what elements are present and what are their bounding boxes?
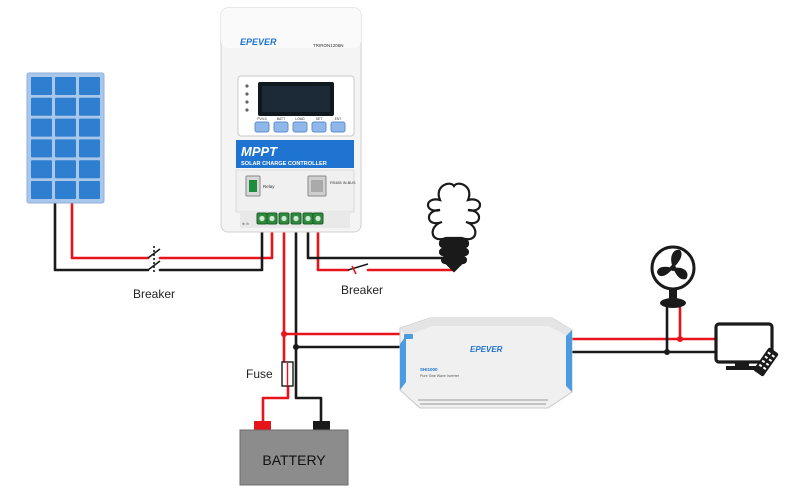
junction-dot [677, 336, 683, 342]
temp-sensor-text: ⊕ ⊖ [242, 222, 249, 226]
panel-cell [55, 160, 76, 179]
controller-key-label: PV/LS [257, 117, 267, 121]
light-bulb-icon [426, 182, 482, 273]
led-icon [245, 92, 249, 96]
controller-key-label: BATT [277, 117, 285, 121]
battery-label: BATTERY [262, 452, 326, 468]
junction-dot [281, 331, 287, 337]
breaker-pv-label: Breaker [133, 287, 175, 301]
controller-key-label: ENT [335, 117, 342, 121]
led-icon [245, 108, 249, 112]
screw-head [305, 215, 311, 222]
panel-cell [55, 139, 76, 158]
panel-cell [79, 118, 100, 137]
panel-cell [31, 181, 52, 199]
controller-buttons: PV/LS BATT LOAD SET ENT [254, 117, 346, 133]
junction-dots [293, 344, 670, 355]
panel-cell [79, 181, 100, 199]
junction-dot [664, 349, 670, 355]
panel-cell [79, 139, 100, 158]
panel-cell [79, 160, 100, 179]
controller-key[interactable] [273, 121, 289, 133]
screw-head [315, 215, 321, 222]
battery-positive-wire [261, 223, 290, 426]
panel-cell [55, 97, 76, 116]
led-icon [245, 100, 249, 104]
screw-head [281, 215, 287, 222]
inverter-brand: EPEVER [470, 345, 503, 354]
panel-cell [79, 97, 100, 116]
screw-head [269, 215, 275, 222]
inverter: EPEVER SHI1000 Pure Sine Wave Inverter [399, 317, 573, 409]
panel-cell [55, 181, 76, 199]
panel-cell [79, 77, 100, 95]
pv-negative-wire [53, 200, 264, 272]
junction-dot [293, 344, 299, 350]
inverter-subtitle: Pure Sine Wave Inverter [420, 374, 460, 378]
controller-key-label: SET [316, 117, 323, 121]
fuse-label: Fuse [246, 367, 273, 381]
tv-icon [714, 322, 779, 377]
panel-cells [31, 77, 100, 199]
ac-positive-wire [568, 306, 720, 341]
pv-breaker [147, 246, 161, 272]
fuse-icon [281, 361, 294, 387]
controller-brand: EPEVER [240, 37, 277, 47]
relay-label: Relay [263, 184, 275, 189]
charge-controller: EPEVER TRIRON1206N PV/LS BATT LOAD SET ENT M… [220, 7, 362, 233]
panel-cell [31, 160, 52, 179]
fan-icon [650, 245, 696, 308]
controller-banner [236, 140, 354, 168]
inverter-model: SHI1000 [420, 367, 438, 372]
panel-cell [31, 97, 52, 116]
controller-key[interactable] [311, 121, 327, 133]
panel-cell [31, 118, 52, 137]
status-leds [245, 84, 249, 112]
controller-key[interactable] [292, 121, 308, 133]
banner-subtitle: SOLAR CHARGE CONTROLLER [241, 161, 327, 167]
banner-title: MPPT [241, 144, 278, 159]
screw-head [259, 215, 265, 222]
panel-cell [55, 118, 76, 137]
battery-icon [239, 421, 349, 486]
controller-model: TRIRON1206N [313, 43, 344, 48]
controller-key[interactable] [254, 121, 270, 133]
controller-key[interactable] [330, 121, 346, 133]
panel-cell [31, 77, 52, 95]
pv-positive-wire [70, 200, 274, 260]
controller-key-label: LOAD [295, 117, 305, 121]
junction-dots-red [281, 331, 683, 342]
wiring [53, 200, 720, 426]
screw-head [293, 215, 299, 222]
led-icon [245, 84, 249, 88]
load-negative-wire [306, 223, 446, 260]
load-breaker [347, 263, 369, 275]
ac-negative-wire [568, 306, 720, 354]
solar-panel [26, 72, 105, 204]
breaker-load-label: Breaker [341, 283, 383, 297]
panel-cell [55, 77, 76, 95]
port-label: RS485 IN-BUS [330, 181, 356, 185]
panel-cell [31, 139, 52, 158]
terminal-strip [256, 212, 324, 225]
battery-negative-wire [294, 223, 323, 426]
